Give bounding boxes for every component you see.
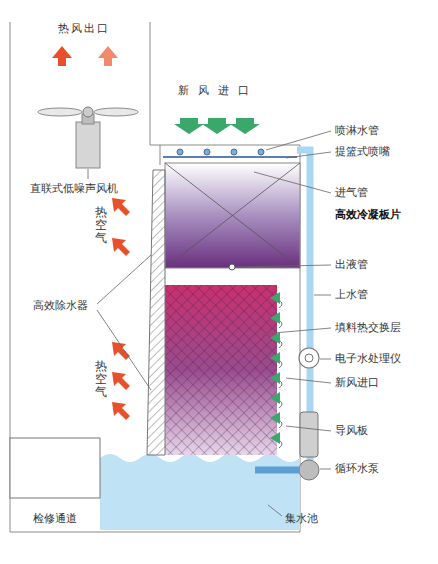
outlet-label: 热风出口: [58, 22, 110, 35]
part-label: 喷淋水管: [335, 124, 379, 137]
part-label: 提篮式喷嘴: [335, 145, 390, 158]
part-label: 进气管: [335, 186, 368, 199]
part-label: 直联式低噪声风机: [30, 182, 118, 195]
part-label: 上水管: [335, 288, 368, 301]
air-label: 热空气: [95, 206, 107, 246]
part-label: 导风板: [335, 424, 368, 437]
part-label: 高效除水器: [33, 299, 88, 312]
part-label: 高效冷凝板片: [335, 208, 401, 221]
part-label: 电子水处理仪: [335, 352, 401, 365]
air-label: 热空气: [95, 360, 107, 400]
part-label: 集水池: [285, 512, 318, 525]
inlet-label: 新风进口: [178, 84, 258, 97]
part-label: 填料热交换层: [335, 321, 401, 334]
part-label: 新风进口: [335, 376, 379, 389]
part-label: 循环水泵: [335, 462, 379, 475]
part-label: 检修通道: [33, 512, 77, 525]
part-label: 出液管: [335, 258, 368, 271]
